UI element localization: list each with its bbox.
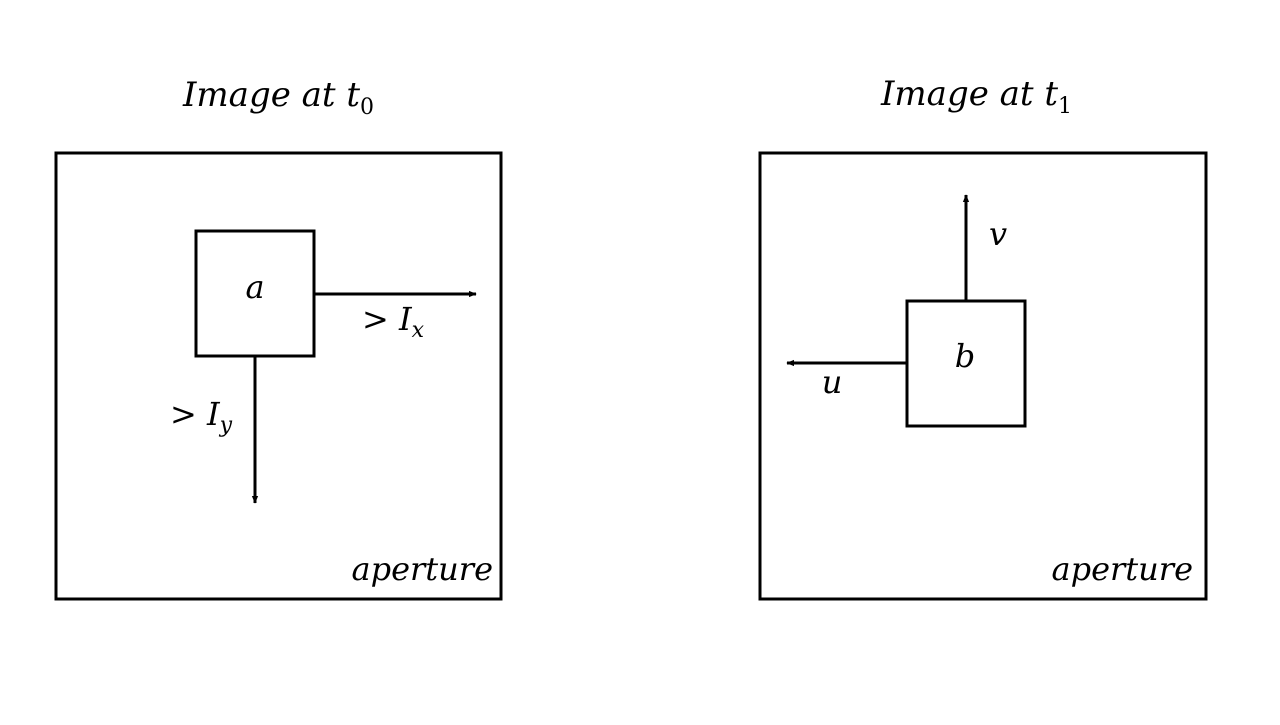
left-aperture-label: aperture xyxy=(352,550,494,588)
left-panel-title-subscript: 0 xyxy=(360,95,374,120)
right-panel: Image at t1 b v u aperture xyxy=(758,74,1208,601)
gradient-x-label: > Ix xyxy=(362,300,425,343)
right-aperture-frame xyxy=(758,151,1208,601)
gradient-y-subscript: y xyxy=(219,413,233,438)
right-panel-title: Image at t1 xyxy=(880,74,1072,119)
right-panel-title-subscript: 1 xyxy=(1058,94,1072,119)
flow-v-label: v xyxy=(989,215,1007,253)
left-aperture-frame xyxy=(54,151,503,601)
box-a xyxy=(194,229,316,358)
box-b xyxy=(905,299,1027,428)
box-a-label: a xyxy=(245,268,264,306)
gradient-y-label: > Iy xyxy=(170,395,233,438)
right-aperture-label: aperture xyxy=(1052,550,1194,588)
box-b-label: b xyxy=(955,337,975,375)
left-panel: Image at t0 a > Ix > Iy aperture xyxy=(54,75,503,601)
flow-u-label: u xyxy=(822,363,843,401)
left-panel-title: Image at t0 xyxy=(182,75,374,120)
gradient-x-subscript: x xyxy=(412,318,425,343)
